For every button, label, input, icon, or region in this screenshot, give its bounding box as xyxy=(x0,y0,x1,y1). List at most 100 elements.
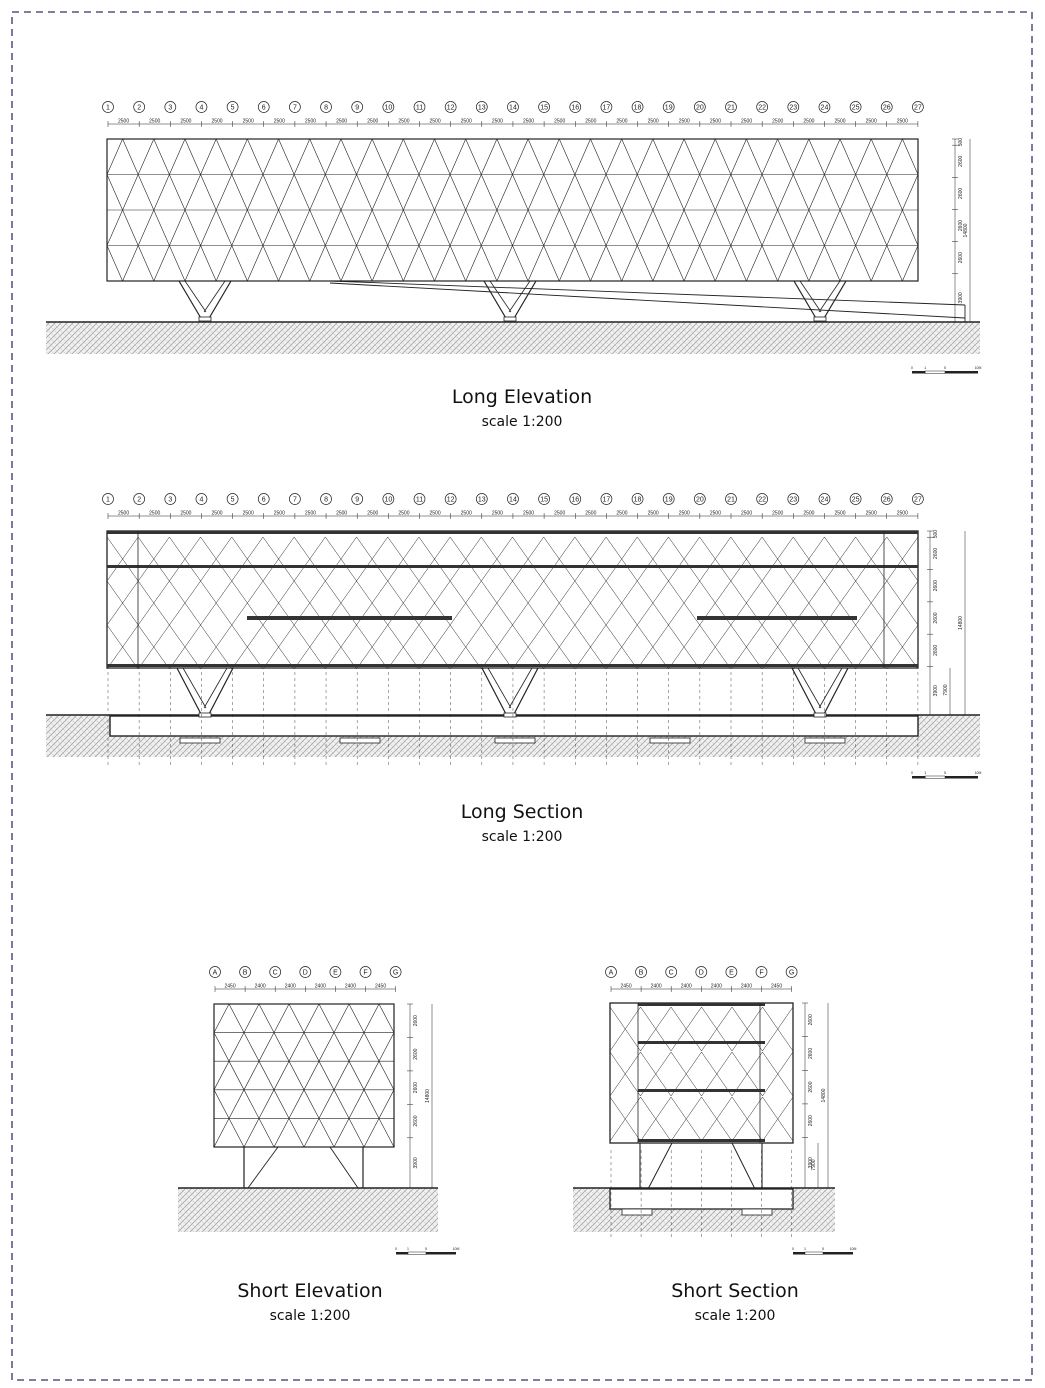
diagrid-member xyxy=(169,138,186,175)
lattice-member xyxy=(731,1073,748,1097)
lattice-member xyxy=(716,1073,733,1097)
lattice-member xyxy=(137,536,154,560)
scale-bar-label: 5 xyxy=(822,1247,824,1251)
v-column xyxy=(791,667,849,718)
level-value: 2600 xyxy=(808,1081,814,1092)
lattice-member xyxy=(701,1006,717,1030)
column-brace xyxy=(647,1142,673,1190)
grid-axis-label: 26 xyxy=(883,105,891,112)
lattice-member xyxy=(215,624,232,648)
diagrid-lines xyxy=(106,138,919,282)
grid-axis-label: 11 xyxy=(416,497,423,504)
diagrid-member xyxy=(714,209,732,246)
total-height-value: 14800 xyxy=(958,616,964,630)
section-lattice xyxy=(609,1006,794,1142)
footing xyxy=(741,1208,773,1216)
scale-bar-label: 1 xyxy=(924,771,926,775)
lattice-member xyxy=(886,558,903,582)
floor-slab xyxy=(638,1089,765,1092)
lattice-member xyxy=(527,536,544,560)
lattice-member xyxy=(902,602,919,626)
lattice-member xyxy=(262,558,279,582)
lattice-member xyxy=(686,1006,702,1030)
diagrid-member xyxy=(122,138,139,175)
lattice-member xyxy=(761,536,778,560)
diagrid-member xyxy=(106,209,123,246)
lattice-member xyxy=(356,624,373,648)
diagrid-member xyxy=(288,1089,305,1119)
diagrid-member xyxy=(699,209,716,246)
grid-axis-bubble xyxy=(382,101,395,113)
diagrid-member xyxy=(378,1061,395,1090)
scale-bar-segment xyxy=(396,1252,408,1255)
lattice-member xyxy=(465,624,482,648)
diagrid-member xyxy=(543,174,560,211)
short-section-caption: Short Section scale 1:200 xyxy=(585,1280,885,1324)
diagrid-member xyxy=(371,209,389,246)
lattice-member xyxy=(716,1028,733,1052)
grid-axis-bubble xyxy=(289,101,301,113)
grid-axis-bubble xyxy=(226,101,239,113)
column-leg xyxy=(799,280,822,313)
diagrid-member xyxy=(273,1061,290,1090)
drawing-scale: scale 1:200 xyxy=(269,1308,351,1324)
scale-bar-label: 0 xyxy=(395,1247,397,1251)
grid-axis-bubble xyxy=(444,101,457,113)
diagrid-member xyxy=(247,209,264,246)
lattice-member xyxy=(356,536,373,560)
grid-axis-label: 21 xyxy=(727,497,735,504)
grid-axis-label: 8 xyxy=(324,497,328,504)
diagrid-member xyxy=(184,209,201,246)
lattice-member xyxy=(122,536,139,560)
level-value: 500 xyxy=(958,138,964,147)
lattice-member xyxy=(839,580,856,604)
lattice-member xyxy=(605,558,622,582)
diagrid-member xyxy=(761,209,778,246)
lattice-member xyxy=(655,1096,672,1120)
dimension-value: 2500 xyxy=(554,119,565,125)
diagrid-member xyxy=(348,1003,365,1033)
lattice-member xyxy=(481,558,498,582)
dimension-value: 2500 xyxy=(274,511,285,517)
grid-axis-bubble xyxy=(382,493,395,505)
short-facade xyxy=(213,1003,395,1148)
diagrid-member xyxy=(824,138,841,175)
lattice-member xyxy=(434,558,451,582)
grid-axis-label: E xyxy=(729,970,734,977)
lattice-member xyxy=(715,624,732,648)
lattice-member xyxy=(855,624,872,648)
lattice-member xyxy=(731,1118,748,1142)
lattice-member xyxy=(200,536,217,560)
diagrid-member xyxy=(387,138,404,175)
dimension-value: 2450 xyxy=(620,984,631,990)
column-base xyxy=(813,316,827,322)
column-leg xyxy=(822,667,849,717)
grid-axis-label: 15 xyxy=(540,497,548,504)
diagrid-member xyxy=(449,138,466,175)
grid-axis-bubble xyxy=(209,966,221,978)
level-value: 2600 xyxy=(933,645,939,656)
lattice-member xyxy=(325,624,342,648)
lattice-member xyxy=(371,624,388,648)
scale-bar-segment xyxy=(912,776,926,779)
lattice-member xyxy=(808,558,825,582)
scale-bar-segment xyxy=(945,776,978,779)
lattice-member xyxy=(637,624,654,648)
grid-axis-label: 4 xyxy=(199,105,203,112)
diagrid-member xyxy=(184,138,201,175)
diagrid-member xyxy=(792,138,810,175)
lattice-member xyxy=(278,624,295,648)
diagrid-member xyxy=(590,209,607,246)
lattice-member xyxy=(621,602,638,626)
grid-axis-bubble xyxy=(269,966,282,978)
level-value: 3900 xyxy=(933,685,939,696)
dimension-value: 2500 xyxy=(243,119,254,125)
diagrid-member xyxy=(318,1003,335,1033)
grid-axis-bubble xyxy=(725,966,738,978)
dimension-value: 2500 xyxy=(211,511,222,517)
dimension-value: 2400 xyxy=(711,984,722,990)
lattice-member xyxy=(793,558,810,582)
grid-axis-label: 20 xyxy=(696,497,704,504)
diagrid-member xyxy=(169,245,186,282)
lattice-member xyxy=(762,1051,778,1075)
